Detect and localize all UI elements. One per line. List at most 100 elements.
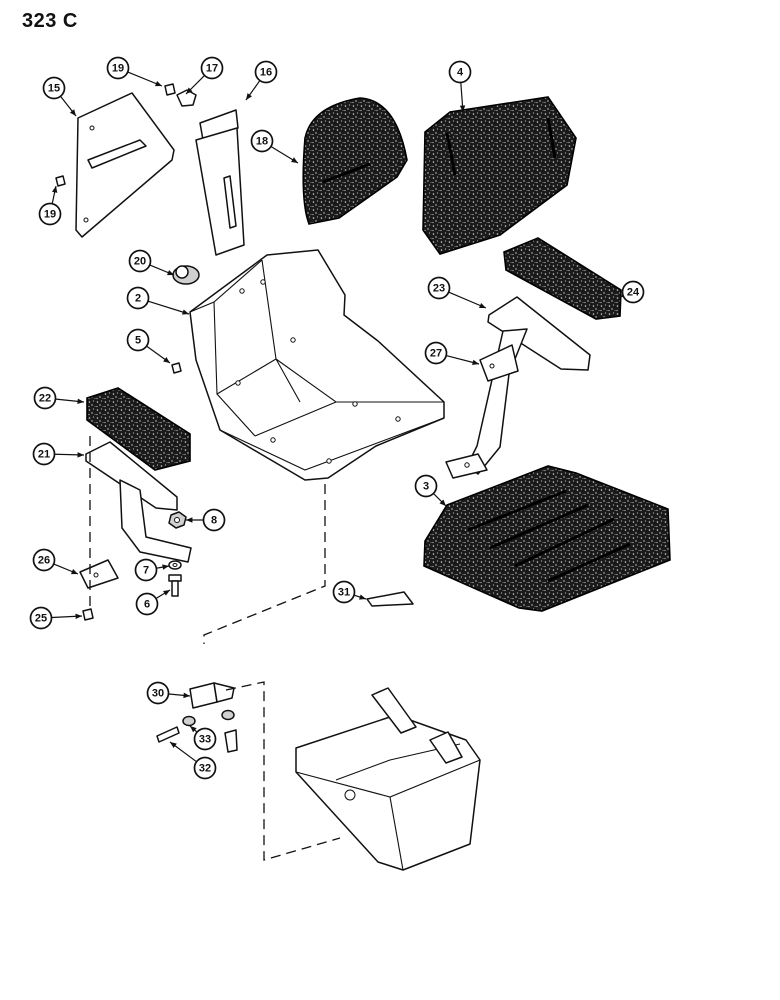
callout-circle [146,681,170,705]
callout-circle [42,76,66,100]
callout-circle [414,474,438,498]
callout-armrest-bracket-right: 23 [427,276,487,309]
leader-arrowhead [77,398,84,405]
callout-bolt: 6 [135,589,171,616]
callout-circle [128,249,152,273]
callout-circle [254,60,278,84]
callout-number: 8 [211,515,217,527]
leader-arrowhead [190,726,197,733]
mount-bracket [79,559,119,589]
callout-number: 32 [199,763,211,775]
leader-arrowhead [170,742,177,749]
callout-number: 18 [256,136,268,148]
leader-arrowhead [155,81,162,87]
seat-pan [189,249,445,481]
screw [82,608,94,621]
callout-circle [32,548,56,572]
callout-screw: 5 [126,328,171,364]
leader-arrowhead [186,517,193,523]
leader-arrowhead [51,186,58,193]
callout-number: 22 [39,393,51,405]
callout-armrest-bracket-left: 21 [32,442,85,466]
washer [168,560,182,570]
leader-arrowhead [163,590,170,596]
callout-bumper: 20 [128,249,175,276]
callout-upper-cushion: 18 [250,129,299,164]
callout-bolt: 32 [169,741,217,780]
leader-line [148,300,190,315]
leader-arrowhead [439,499,446,506]
leader-arrowhead [69,109,76,116]
armrest-pad-left [86,387,191,471]
callout-bracket: 27 [424,341,480,366]
callout-circle [332,580,356,604]
nut [168,511,187,529]
callout-circle [427,276,451,300]
callout-screw: 19 [106,56,163,87]
bracket [189,682,235,709]
leader-arrowhead [77,452,84,458]
callout-number: 6 [144,599,150,611]
callout-circle [38,202,62,226]
callout-number: 16 [260,67,272,79]
callout-number: 24 [627,287,640,299]
bolt [168,574,182,597]
callout-number: 3 [423,481,429,493]
leader-arrowhead [291,157,298,163]
callout-number: 2 [135,293,141,305]
callout-circle [448,60,472,84]
callout-number: 31 [338,587,350,599]
nut [182,709,235,727]
callout-number: 20 [134,256,146,268]
callout-number: 17 [206,63,218,75]
callout-circle [134,558,158,582]
leader-arrowhead [459,105,466,112]
callout-number: 25 [35,613,47,625]
back-cushion [422,96,577,255]
bolt [156,726,238,753]
callout-back-bracket: 16 [245,60,278,101]
leader-arrowhead [472,359,479,366]
armrest-pad-right [503,237,622,320]
clip [366,591,414,607]
callout-bracket: 30 [146,681,191,705]
callout-number: 23 [433,283,445,295]
upper-cushion [302,97,408,225]
leader-arrowhead [359,594,366,600]
callout-seat-cushion: 3 [414,474,447,507]
callout-number: 26 [38,555,50,567]
callout-screw: 19 [38,185,62,226]
callout-mount-bracket: 26 [32,548,79,575]
callout-circle [193,727,217,751]
screw [164,83,176,96]
callout-number: 19 [44,209,56,221]
callout-circle [424,341,448,365]
leader-arrowhead [246,93,252,100]
callout-clip: 31 [332,580,367,604]
side-panel [75,92,175,238]
callout-circle [126,328,150,352]
callout-circle [29,606,53,630]
leader-arrowhead [183,692,190,699]
callout-number: 33 [199,734,211,746]
armrest-bracket-right [445,296,591,479]
back-bracket [195,109,245,256]
bracket [479,344,519,382]
leader-line [448,291,487,309]
callout-number: 21 [38,449,50,461]
seat-base [295,687,481,871]
callout-circle [33,386,57,410]
callout-circle [193,756,217,780]
callout-back-cushion: 4 [448,60,472,113]
leader-arrowhead [75,613,82,620]
assembly-dashed-line [203,484,341,861]
callout-circle [200,56,224,80]
page-title: 323 C [22,10,78,32]
leader-arrowhead [182,309,189,315]
callout-screw: 25 [29,606,83,630]
clip [176,89,197,107]
leader-arrowhead [162,564,169,570]
callout-number: 19 [112,63,124,75]
callout-side-panel: 15 [42,76,77,117]
